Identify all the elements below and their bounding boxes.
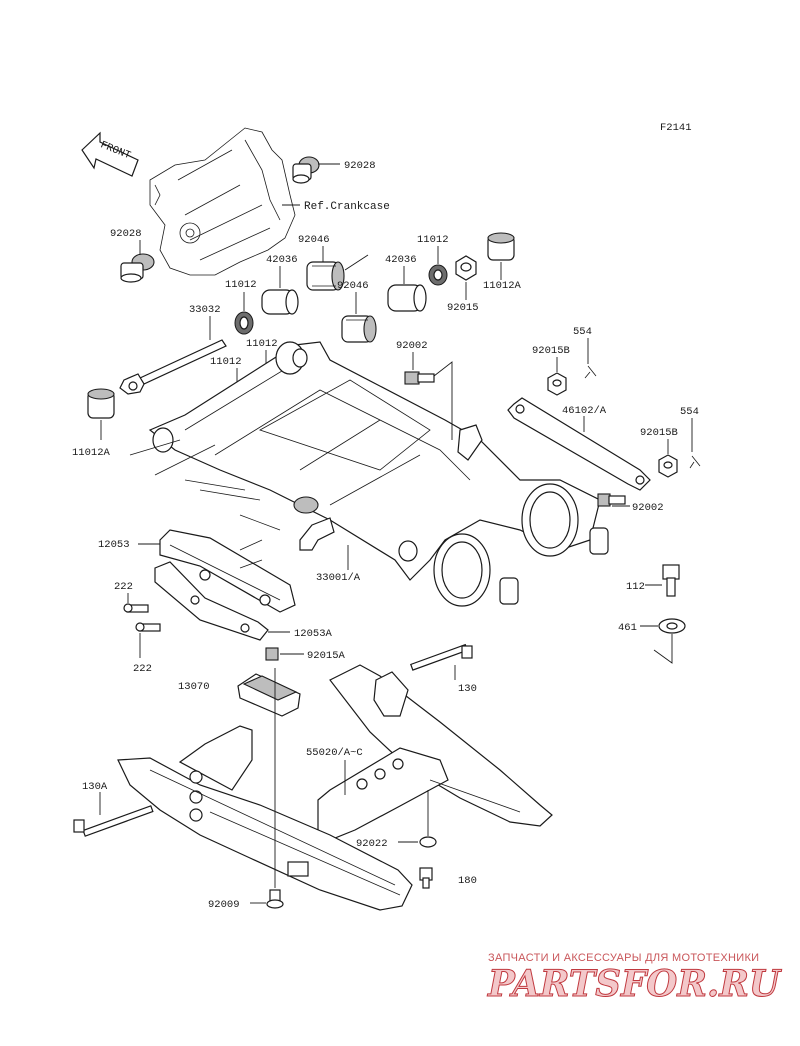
label-92046-b: 92046 [337,280,369,292]
sleeve-42036-b [387,284,427,312]
bolt-92002-b [597,493,626,507]
label-11012-c: 11012 [246,338,278,350]
label-92015b-a: 92015B [532,345,570,357]
washer-92022 [419,836,437,848]
label-11012-d: 11012 [210,356,242,368]
bracket-12053a [154,561,269,641]
crankcase-ref-outline [149,127,296,276]
lower-chain-case [117,725,413,911]
seal-11012-b [428,264,448,286]
nut-92015b-a [547,372,567,396]
label-92009: 92009 [208,899,240,911]
label-130a: 130A [82,781,108,793]
tie-rod-46102a [507,397,651,491]
label-12053: 12053 [98,539,130,551]
label-92046-a: 92046 [298,234,330,246]
label-33001a: 33001/A [316,572,361,584]
label-13070: 13070 [178,681,210,693]
watermark-logo: PARTSFOR.RU [487,963,783,1005]
screw-222-b [135,622,161,632]
bolt-92002-a [404,371,435,385]
collar-33001a [293,496,335,551]
label-222-b: 222 [133,663,152,675]
label-12053a: 12053A [294,628,333,640]
bolt-130 [410,643,473,671]
label-92028-top: 92028 [344,160,376,172]
label-42036-a: 42036 [266,254,298,266]
label-554-b: 554 [680,406,699,418]
nut-92015a [265,647,279,661]
label-554-a: 554 [573,326,592,338]
bushing-92028-left [120,253,155,283]
cap-11012a-left [87,388,115,419]
label-11012a-top: 11012A [483,280,522,292]
swingarm-body [148,341,609,607]
label-33032: 33032 [189,304,221,316]
bolt-180 [419,867,433,889]
cotter-pin-554-b [689,455,701,469]
reference-lines [129,439,281,569]
cap-11012a-top [487,232,515,261]
label-92015: 92015 [447,302,479,314]
label-92022: 92022 [356,838,388,850]
sleeve-42036-a [261,289,299,315]
label-92002-b: 92002 [632,502,664,514]
label-42036-b: 42036 [385,254,417,266]
label-46102a: 46102/A [562,405,607,417]
chain-guide-12053 [159,529,296,613]
cotter-pin-554-a [584,365,597,379]
label-11012a-left: 11012A [72,447,111,459]
needle-bearing-92046-b [341,315,377,343]
ref-crankcase-label: Ref.Crankcase [304,201,390,213]
bushing-92028-top [292,156,320,184]
label-112: 112 [626,581,645,593]
figure-code: F2141 [660,122,692,134]
label-92015b-b: 92015B [640,427,678,439]
slider-13070 [237,673,301,717]
watermark: ЗАПЧАСТИ И АКСЕССУАРЫ ДЛЯ МОТОТЕХНИКИ PA… [487,952,784,1006]
screw-92009 [266,889,284,909]
label-130: 130 [458,683,477,695]
label-461: 461 [618,622,637,634]
bolt-130a [73,805,154,837]
nut-92015 [455,255,477,281]
watermark-tagline: ЗАПЧАСТИ И АКСЕССУАРЫ ДЛЯ МОТОТЕХНИКИ [488,952,759,964]
bolt-112 [662,564,680,597]
label-180: 180 [458,875,477,887]
label-55020: 55020/A~C [306,747,363,759]
chain-cover-55020 [317,664,553,841]
label-92028-left: 92028 [110,228,142,240]
label-11012-a: 11012 [225,279,257,291]
needle-bearing-92046-a [306,261,345,291]
label-92015a: 92015A [307,650,346,662]
front-arrow-icon: FRONT [81,131,139,177]
washer-461 [658,618,686,634]
label-222-a: 222 [114,581,133,593]
label-11012-b: 11012 [417,234,449,246]
label-92002-a: 92002 [396,340,428,352]
pivot-shaft-33032 [119,339,227,395]
seal-11012-a [234,311,254,335]
screw-222-a [123,603,149,613]
nut-92015b-b [658,454,678,478]
